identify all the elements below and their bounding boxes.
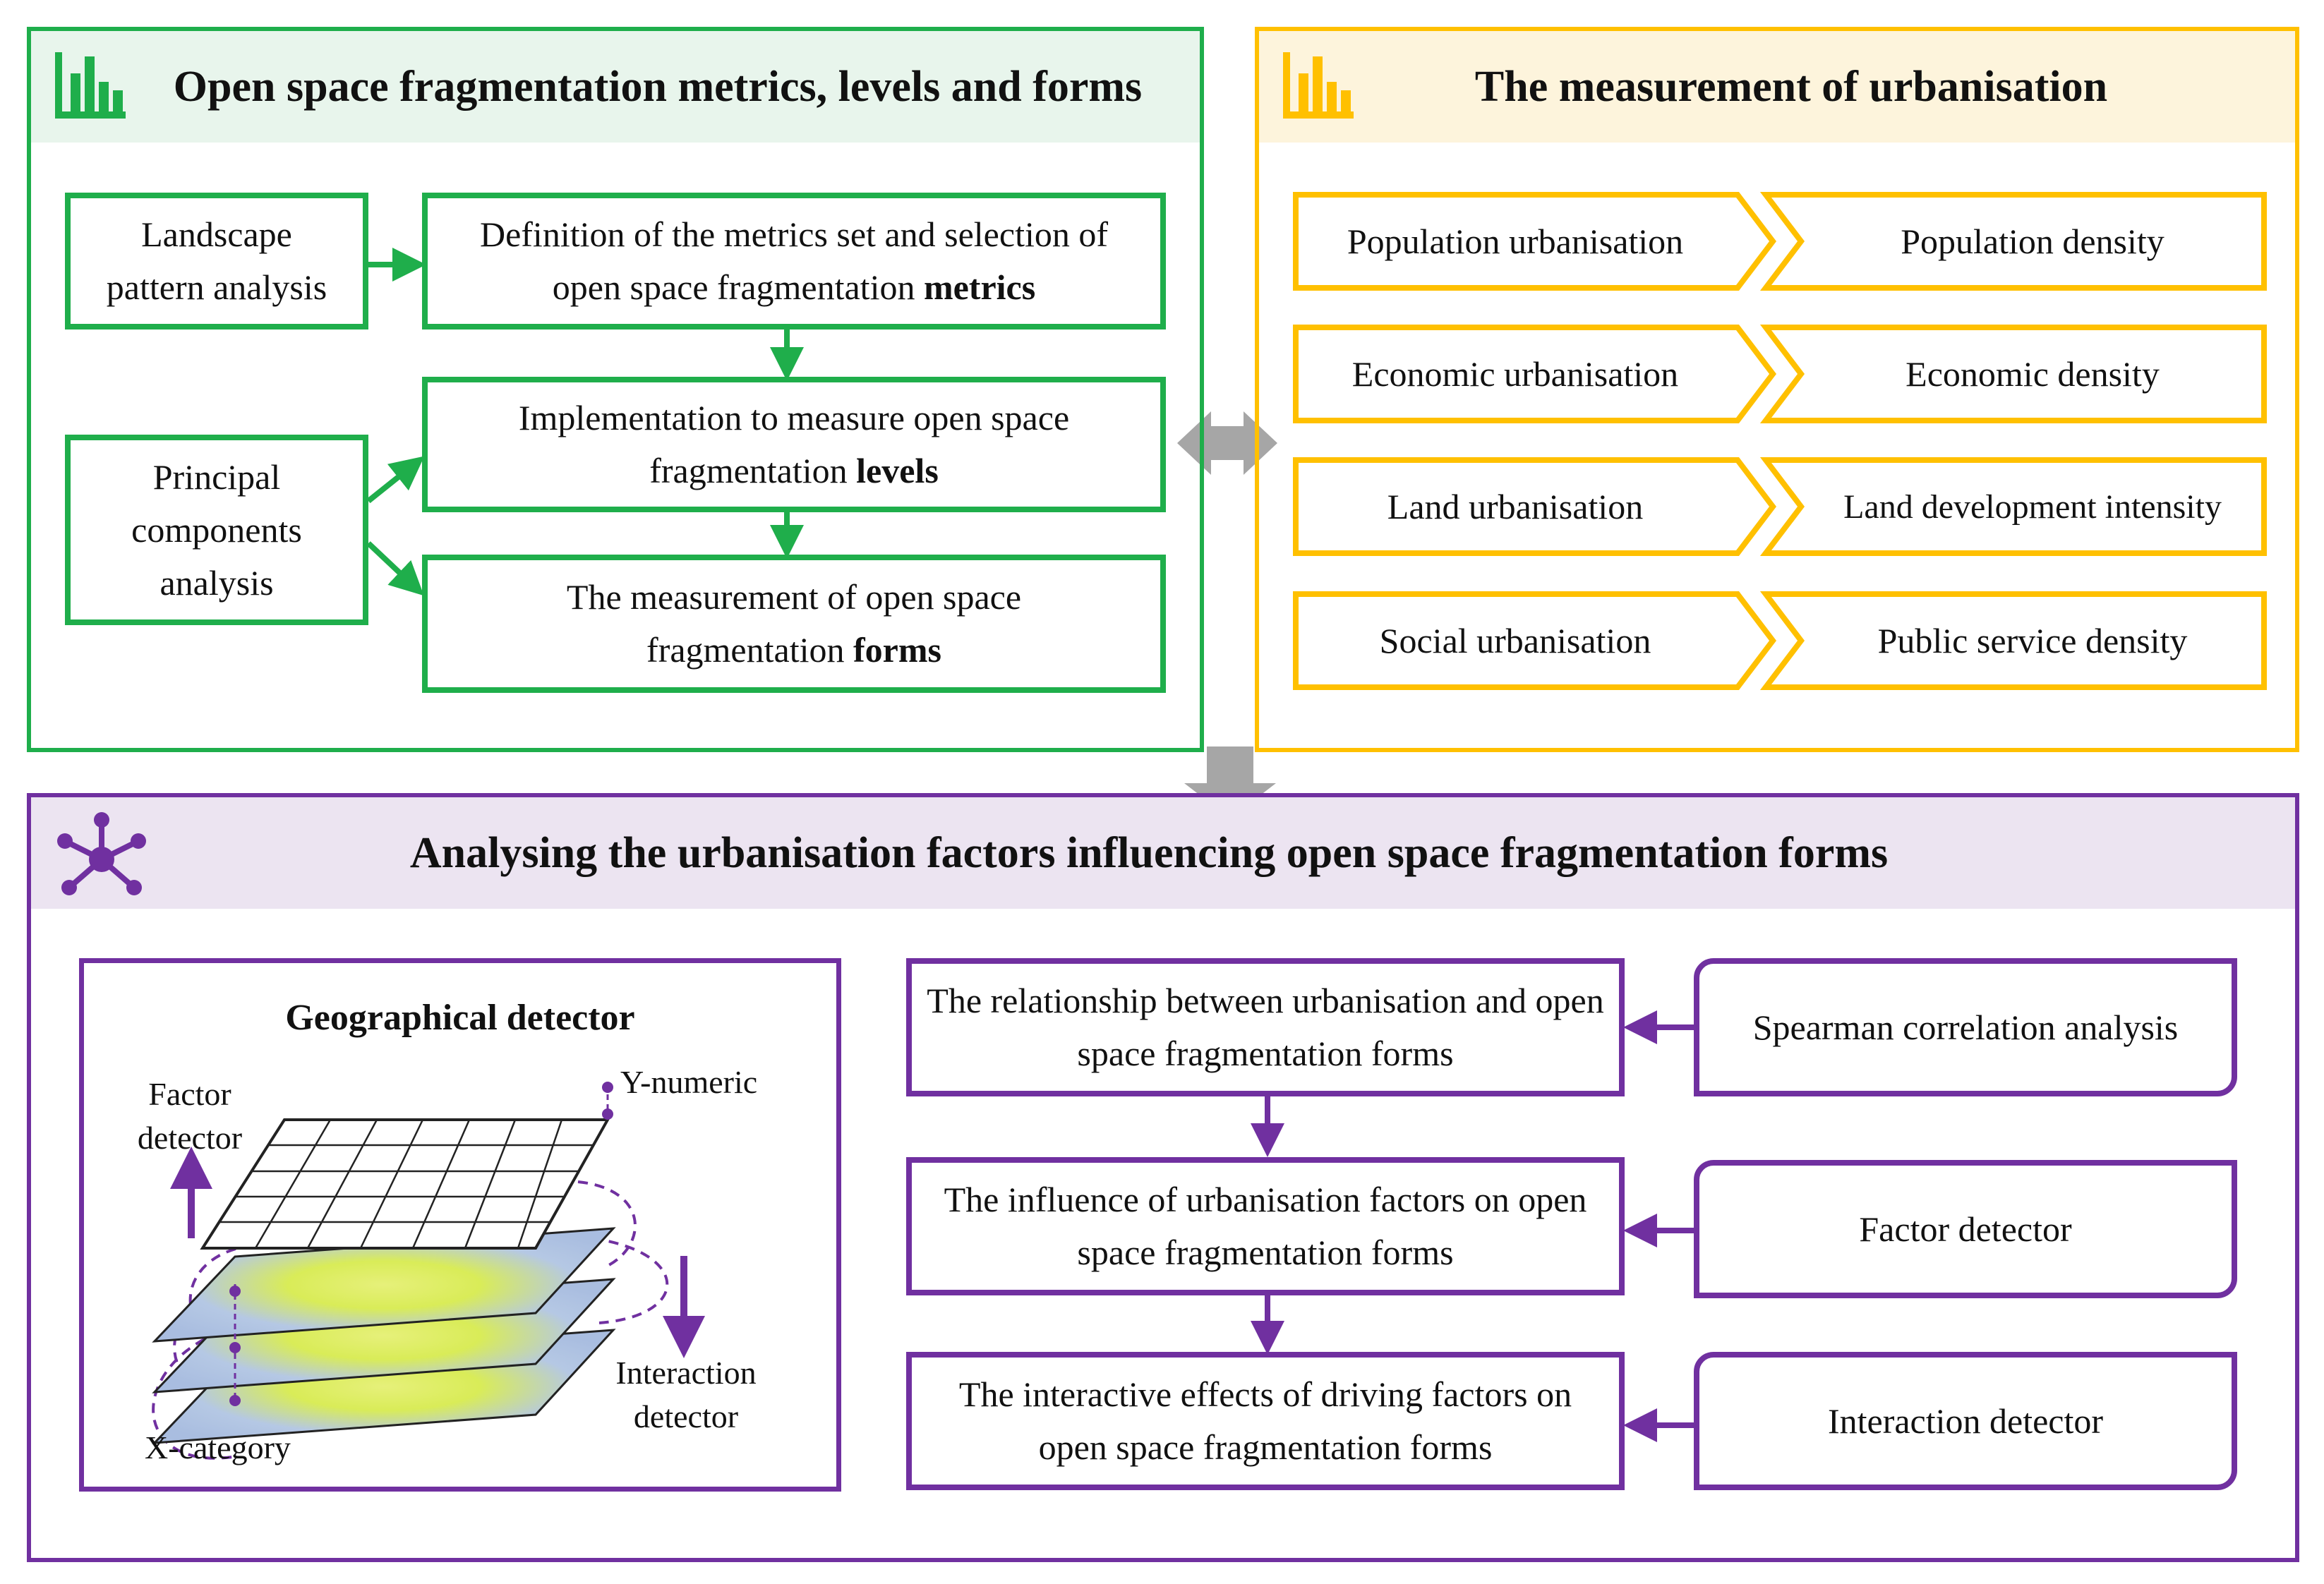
geo-detector-figure — [152, 1082, 705, 1460]
bar-chart-icon — [1279, 47, 1356, 124]
analysis-step-label: The influence of urbanisation factors on… — [944, 1180, 1587, 1272]
arrow-pca-to-forms — [366, 541, 424, 596]
y-numeric-label: Y-numeric — [620, 1064, 758, 1100]
urbanisation-dimension-label: Population urbanisation — [1347, 222, 1684, 261]
landscape-pattern-label: Landscape pattern analysis — [106, 214, 327, 307]
levels-box: Implementation to measure open space fra… — [422, 377, 1166, 512]
forms-text: The measurement of open space fragmentat… — [505, 571, 1083, 677]
analysis-step-box: The interactive effects of driving facto… — [906, 1352, 1625, 1490]
levels-text-pre: Implementation to measure open space fra… — [518, 398, 1070, 490]
pca-box: Principal components analysis — [65, 435, 368, 625]
analysis-step-box: The relationship between urbanisation an… — [906, 958, 1625, 1096]
interaction-detector-label: Interaction detector — [615, 1355, 757, 1435]
urbanisation-row: Economic urbanisation Economic density — [1293, 325, 2267, 423]
geo-detector-title: Geographical detector — [285, 998, 635, 1038]
network-icon — [52, 810, 151, 902]
analysis-step-label: The interactive effects of driving facto… — [958, 1374, 1572, 1467]
urbanisation-dimension-shape — [1293, 591, 1777, 690]
panel-analysis: Analysing the urbanisation factors influ… — [27, 793, 2299, 1562]
urbanisation-indicator-shape — [1759, 591, 2267, 690]
factor-detector-label: Factor detector — [137, 1076, 243, 1156]
urbanisation-row-shapes — [1293, 457, 2267, 556]
x-category-label: X-category — [145, 1429, 291, 1465]
analysis-method-label: Interaction detector — [1827, 1401, 2104, 1441]
analysis-step-label: The relationship between urbanisation an… — [927, 981, 1604, 1073]
bar-chart-icon — [51, 47, 128, 124]
metrics-text-bold: metrics — [923, 267, 1036, 307]
urbanisation-indicator-label: Land development intensity — [1843, 488, 2222, 526]
panel-fragmentation: Open space fragmentation metrics, levels… — [27, 27, 1204, 752]
urbanisation-indicator-shape — [1759, 457, 2267, 556]
urbanisation-row-shapes — [1293, 591, 2267, 690]
panel-analysis-title: Analysing the urbanisation factors influ… — [409, 828, 1889, 877]
urbanisation-indicator-shape — [1759, 192, 2267, 291]
urbanisation-dimension-label: Land urbanisation — [1387, 487, 1644, 526]
pca-label: Principal components analysis — [131, 457, 302, 603]
urbanisation-dimension-label: Social urbanisation — [1379, 621, 1651, 660]
metrics-text: Definition of the metrics set and select… — [445, 208, 1143, 314]
analysis-step-box: The influence of urbanisation factors on… — [906, 1157, 1625, 1295]
forms-text-bold: forms — [853, 630, 941, 670]
panel-urbanisation: The measurement of urbanisation — [1255, 27, 2299, 752]
urbanisation-dimension-shape — [1293, 192, 1777, 291]
urbanisation-row-shapes — [1293, 325, 2267, 423]
urbanisation-row: Population urbanisation Population densit… — [1293, 192, 2267, 291]
panel-fragmentation-header: Open space fragmentation metrics, levels… — [31, 31, 1200, 143]
forms-text-pre: The measurement of open space fragmentat… — [566, 577, 1022, 670]
analysis-method-label: Spearman correlation analysis — [1752, 1007, 2179, 1047]
urbanisation-row: Social urbanisation Public service densit… — [1293, 591, 2267, 690]
panel-urbanisation-title: The measurement of urbanisation — [1474, 62, 2108, 111]
metrics-box: Definition of the metrics set and select… — [422, 193, 1166, 330]
urbanisation-indicator-label: Economic density — [1905, 354, 2160, 394]
analysis-method-box: Interaction detector — [1694, 1352, 2237, 1490]
metrics-text-pre: Definition of the metrics set and select… — [479, 214, 1108, 307]
urbanisation-dimension-label: Economic urbanisation — [1351, 354, 1679, 394]
arrow-pca-to-levels — [366, 456, 425, 504]
urbanisation-indicator-label: Population density — [1901, 222, 2165, 261]
forms-box: The measurement of open space fragmentat… — [422, 555, 1166, 693]
geo-detector-box: Geographical detector — [79, 958, 841, 1492]
analysis-method-label: Factor detector — [1859, 1209, 2072, 1249]
levels-text-bold: levels — [856, 451, 939, 490]
urbanisation-indicator-label: Public service density — [1877, 621, 2188, 660]
analysis-method-box: Spearman correlation analysis — [1694, 958, 2237, 1096]
urbanisation-dimension-shape — [1293, 325, 1777, 423]
urbanisation-row-shapes — [1293, 192, 2267, 291]
urbanisation-indicator-shape — [1759, 325, 2267, 423]
panel-urbanisation-header: The measurement of urbanisation — [1259, 31, 2295, 143]
landscape-pattern-box: Landscape pattern analysis — [65, 193, 368, 330]
panel-fragmentation-title: Open space fragmentation metrics, levels… — [173, 62, 1143, 111]
levels-text: Implementation to measure open space fra… — [466, 392, 1122, 497]
urbanisation-row: Land urbanisation Land development intens… — [1293, 457, 2267, 556]
analysis-method-box: Factor detector — [1694, 1160, 2237, 1298]
panel-analysis-header: Analysing the urbanisation factors influ… — [31, 797, 2295, 909]
urbanisation-dimension-shape — [1293, 457, 1777, 556]
